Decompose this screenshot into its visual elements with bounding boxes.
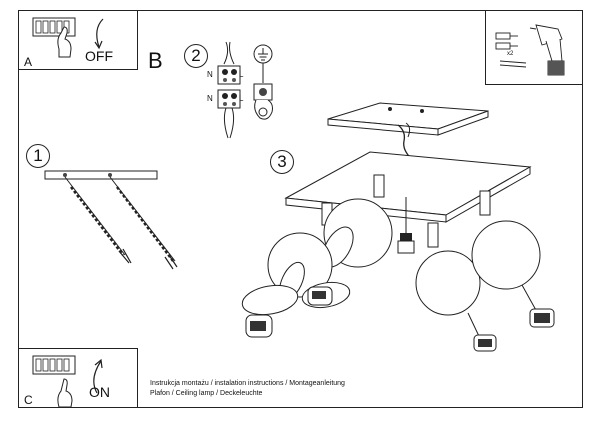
screw-quantity: x2 <box>507 51 514 57</box>
terminal-block-wiring-diagram <box>217 41 241 139</box>
step-2-marker: 2 <box>184 44 208 68</box>
terminal-l-top: L <box>239 70 244 79</box>
fuse-box-on-icon <box>32 355 103 408</box>
panel-c-power-on: C ON <box>18 348 138 408</box>
step-1-marker: 1 <box>26 144 50 168</box>
caption-product-name: Plafon / Ceiling lamp / Deckeleuchte <box>150 390 263 397</box>
terminal-n-top: N <box>207 70 213 79</box>
fuse-box-off-icon <box>32 17 104 58</box>
ceiling-mounting-plate <box>327 102 489 136</box>
terminal-n-bottom: N <box>207 94 213 103</box>
step-b-letter: B <box>148 48 163 73</box>
step-3-marker: 3 <box>270 150 294 174</box>
caption-instructions: Instrukcja montażu / instalation instruc… <box>150 380 345 387</box>
ceiling-mount-drilling-diagram <box>44 170 178 270</box>
drill-and-screws-icon <box>495 24 565 76</box>
panel-c-on-label: ON <box>89 384 110 400</box>
terminal-l-bottom: L <box>239 94 244 103</box>
step-3-number: 3 <box>277 152 287 171</box>
page-frame <box>18 10 583 408</box>
earth-ground-connector-icon <box>253 44 273 120</box>
panel-a-letter: A <box>24 55 33 69</box>
panel-a-off-label: OFF <box>85 48 113 64</box>
panel-c-letter: C <box>24 393 33 407</box>
step-1-number: 1 <box>33 146 43 165</box>
panel-a-power-off: A OFF <box>18 10 138 70</box>
tools-panel: x2 <box>485 10 583 85</box>
ceiling-lamp-assembly-diagram <box>241 102 555 352</box>
lamp-spotlights <box>267 198 541 316</box>
step-2-number: 2 <box>191 46 201 65</box>
